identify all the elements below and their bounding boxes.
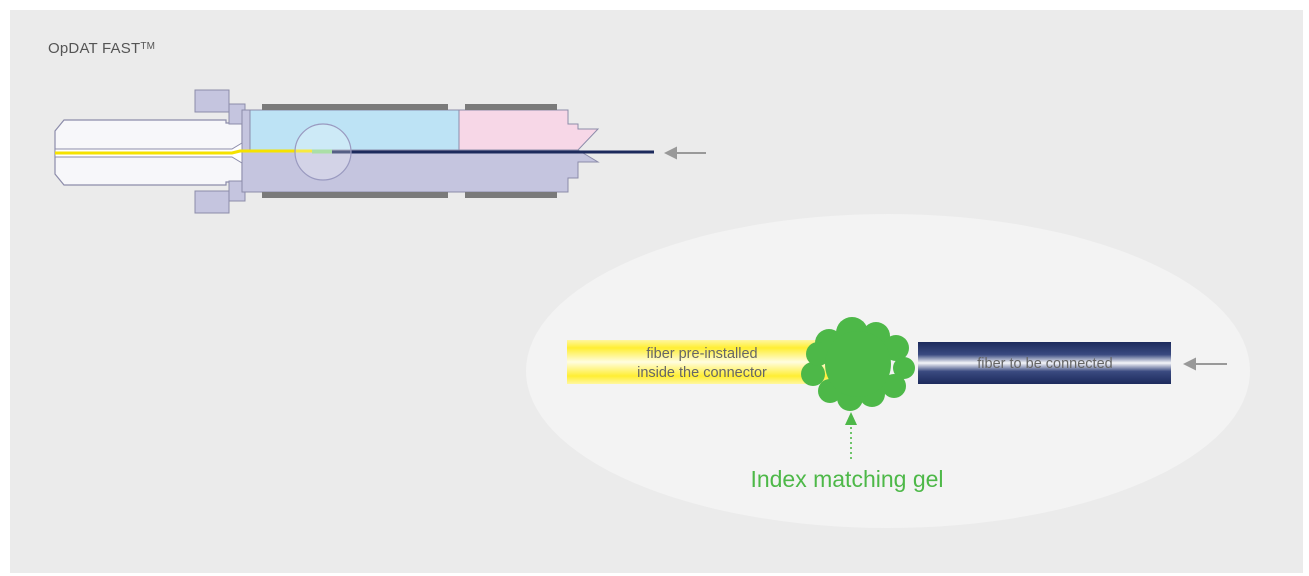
preinstalled-fiber-label-line1: fiber pre-installed bbox=[646, 346, 757, 362]
gel-label: Index matching gel bbox=[750, 466, 943, 492]
detail-view: fiber pre-installed inside the connector… bbox=[567, 317, 1227, 492]
preinstalled-fiber-bar bbox=[567, 340, 837, 384]
title-text: OpDAT FAST bbox=[48, 40, 141, 57]
gel-blob bbox=[801, 317, 915, 411]
sleeve-strip-top-left bbox=[262, 104, 448, 110]
arrow-left-icon bbox=[664, 146, 706, 160]
diagram-title: OpDAT FASTTM bbox=[48, 40, 155, 57]
sleeve-strip-top-right bbox=[465, 104, 557, 110]
title-trademark: TM bbox=[140, 41, 156, 52]
incoming-fiber-label: fiber to be connected bbox=[977, 356, 1112, 372]
arrow-up-icon bbox=[845, 412, 857, 462]
sleeve-strip-bottom-right bbox=[465, 192, 557, 198]
gel-segment bbox=[312, 149, 332, 154]
preinstalled-fiber-line bbox=[55, 149, 312, 155]
incoming-fiber-bar bbox=[918, 342, 1171, 384]
connector-cross-section bbox=[54, 89, 706, 214]
preinstalled-fiber-label-line2: inside the connector bbox=[637, 365, 767, 381]
crimp-cap bbox=[458, 109, 600, 151]
flange-tab-top bbox=[194, 89, 230, 113]
sleeve-strip-bottom-left bbox=[262, 192, 448, 198]
arrow-left-icon bbox=[1183, 357, 1227, 371]
flange-tab-bottom bbox=[194, 190, 230, 214]
magnifier-circle bbox=[294, 123, 352, 181]
ferrule-holder bbox=[249, 109, 460, 151]
